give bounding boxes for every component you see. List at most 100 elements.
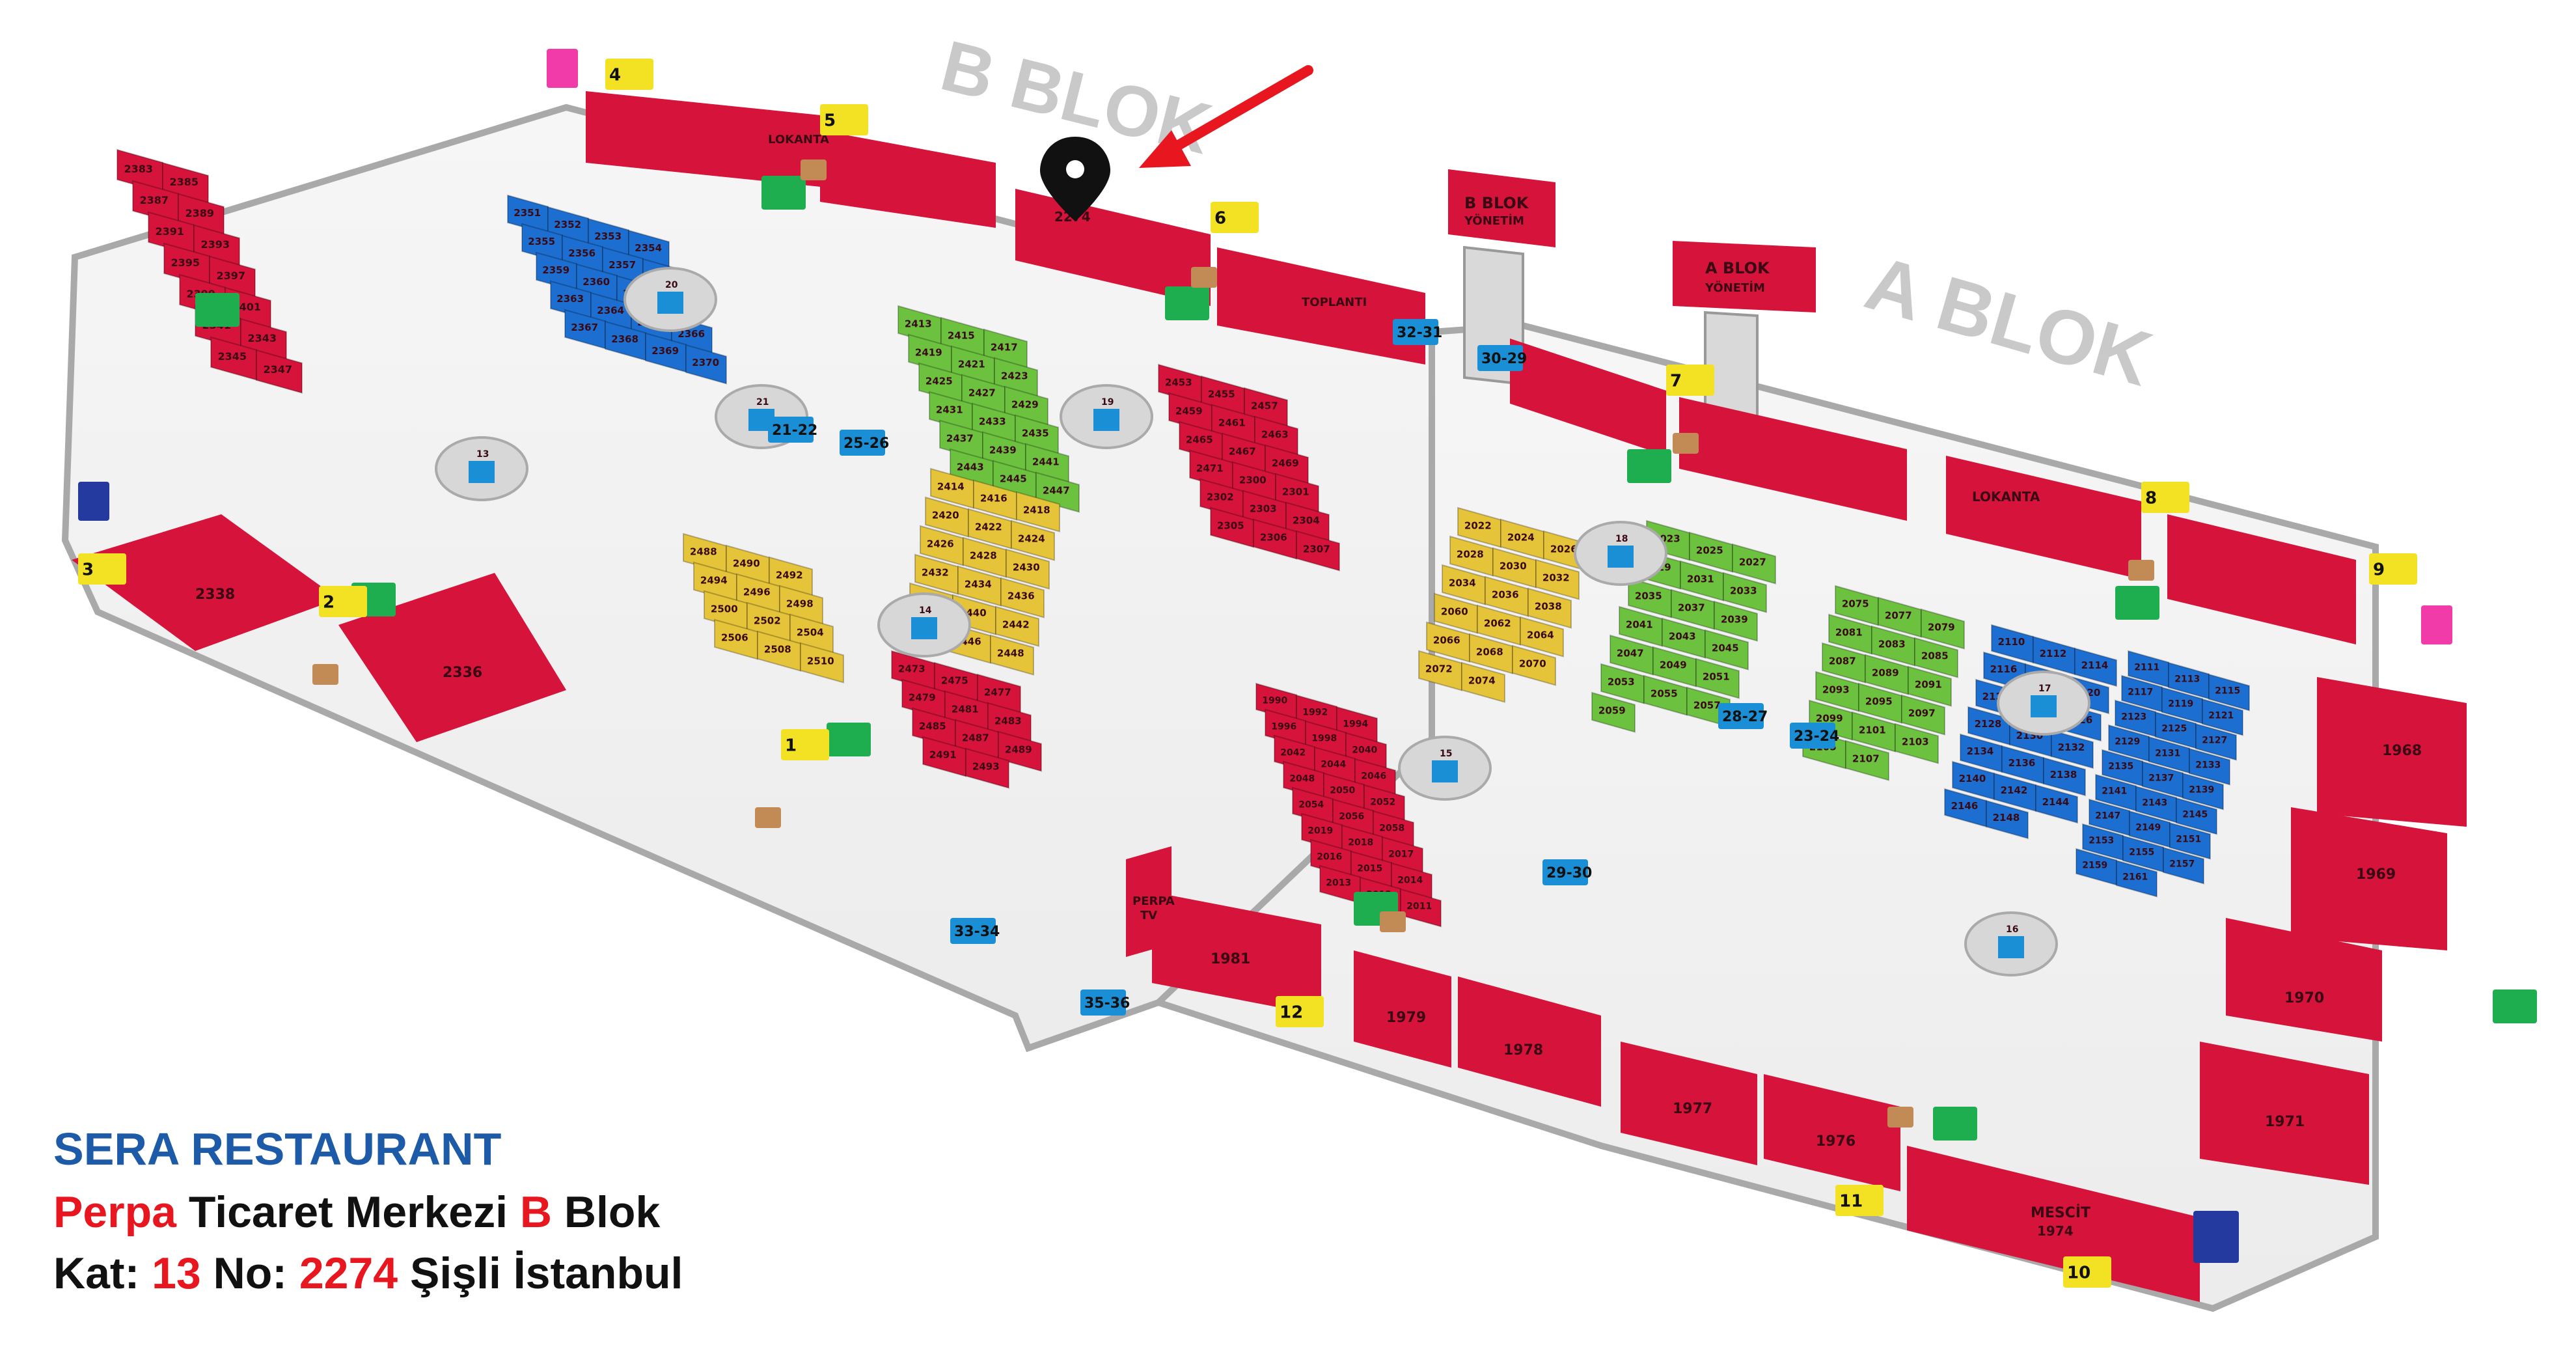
shop-2093[interactable]: 2093: [1815, 671, 1859, 712]
shop-2085[interactable]: 2085: [1914, 637, 1958, 678]
unit-1981[interactable]: [1152, 892, 1321, 1016]
shop-2307[interactable]: 2307: [1296, 530, 1340, 572]
shop-2448[interactable]: 2448: [990, 634, 1034, 676]
unit-1979[interactable]: [1354, 950, 1451, 1068]
shop-2038[interactable]: 2038: [1528, 587, 1572, 629]
shop-2145[interactable]: 2145: [2176, 797, 2217, 835]
lokanta-b-row-2[interactable]: [820, 130, 996, 228]
shop-2013[interactable]: 2013: [1319, 865, 1361, 904]
shop-2430[interactable]: 2430: [1006, 548, 1050, 590]
shop-2139[interactable]: 2139: [2182, 772, 2224, 810]
shop-2114[interactable]: 2114: [2074, 647, 2117, 687]
unit-2338[interactable]: [72, 514, 338, 651]
shop-2027[interactable]: 2027: [1732, 543, 1776, 585]
shop-2070[interactable]: 2070: [1512, 644, 1556, 686]
b-blok-yonetim[interactable]: [1448, 169, 1555, 247]
shop-2110[interactable]: 2110: [1991, 624, 2034, 664]
shop-2432[interactable]: 2432: [914, 553, 959, 595]
unit-2336[interactable]: [338, 573, 566, 742]
perpa-tv[interactable]: [1126, 846, 1172, 957]
shop-2024[interactable]: 2024: [1500, 518, 1544, 560]
shop-2137[interactable]: 2137: [2142, 760, 2184, 799]
lokanta-b-row[interactable]: [586, 91, 840, 189]
shop-2035[interactable]: 2035: [1628, 577, 1672, 618]
shop-2066[interactable]: 2066: [1426, 621, 1470, 663]
kiosk-13[interactable]: 13: [435, 436, 528, 501]
shop-2161[interactable]: 2161: [2116, 859, 2158, 898]
shop-2418[interactable]: 2418: [1016, 491, 1060, 533]
shop-2153[interactable]: 2153: [2082, 823, 2124, 861]
shop-2510[interactable]: 2510: [800, 642, 844, 684]
shop-2033[interactable]: 2033: [1723, 572, 1767, 613]
shop-2079[interactable]: 2079: [1921, 608, 1965, 650]
shop-2075[interactable]: 2075: [1835, 585, 1879, 626]
shop-2043[interactable]: 2043: [1662, 617, 1706, 659]
lokanta-a-row-4[interactable]: [2167, 514, 2356, 644]
lokanta-b-row-4[interactable]: [1217, 247, 1425, 365]
kiosk-16[interactable]: 16: [1964, 911, 2058, 976]
shop-2151[interactable]: 2151: [2169, 822, 2211, 860]
shop-2148[interactable]: 2148: [1986, 799, 2029, 840]
shop-2011[interactable]: 2011: [1400, 888, 1442, 928]
shop-2128[interactable]: 2128: [1967, 706, 2010, 746]
lokanta-a-row[interactable]: [1510, 339, 1666, 456]
shop-2121[interactable]: 2121: [2202, 698, 2243, 736]
shop-2506[interactable]: 2506: [714, 618, 758, 660]
shop-2134[interactable]: 2134: [1960, 733, 2003, 773]
unit-1976[interactable]: [1764, 1074, 1900, 1191]
shop-2141[interactable]: 2141: [2095, 773, 2137, 812]
shop-2034[interactable]: 2034: [1442, 564, 1486, 605]
shop-2064[interactable]: 2064: [1520, 616, 1564, 657]
shop-2442[interactable]: 2442: [995, 605, 1039, 647]
shop-2489[interactable]: 2489: [998, 730, 1042, 772]
unit-1969[interactable]: [2317, 677, 2467, 827]
shop-2125[interactable]: 2125: [2155, 711, 2197, 749]
lokanta-b-row-3[interactable]: [1015, 189, 1211, 306]
kiosk-20[interactable]: 20: [623, 267, 717, 332]
kiosk-18[interactable]: 18: [1574, 521, 1667, 586]
shop-2414[interactable]: 2414: [930, 467, 974, 509]
shop-2135[interactable]: 2135: [2102, 749, 2143, 787]
kiosk-17[interactable]: 17: [1997, 671, 2090, 736]
shop-2434[interactable]: 2434: [957, 565, 1002, 607]
shop-2055[interactable]: 2055: [1643, 674, 1688, 716]
shop-2508[interactable]: 2508: [757, 630, 801, 672]
shop-2433[interactable]: 2433: [972, 402, 1016, 444]
shop-2045[interactable]: 2045: [1705, 629, 1749, 671]
shop-2355[interactable]: 2355: [521, 223, 563, 264]
shop-2112[interactable]: 2112: [2033, 635, 2076, 676]
shop-2097[interactable]: 2097: [1901, 694, 1945, 736]
shop-2053[interactable]: 2053: [1600, 663, 1645, 704]
shop-2068[interactable]: 2068: [1469, 633, 1513, 674]
shop-2422[interactable]: 2422: [968, 508, 1012, 549]
shop-2037[interactable]: 2037: [1671, 588, 1715, 630]
shop-2059[interactable]: 2059: [1591, 691, 1636, 733]
shop-2060[interactable]: 2060: [1434, 592, 1478, 634]
shop-2306[interactable]: 2306: [1253, 518, 1297, 560]
kiosk-19[interactable]: 19: [1060, 384, 1153, 449]
shop-2147[interactable]: 2147: [2089, 798, 2130, 837]
shop-2074[interactable]: 2074: [1461, 661, 1505, 703]
unit-1978[interactable]: [1458, 976, 1601, 1107]
lokanta-a-row-2[interactable]: [1679, 397, 1907, 521]
kiosk-14[interactable]: 14: [877, 592, 971, 657]
shop-2491[interactable]: 2491: [922, 736, 966, 777]
shop-2049[interactable]: 2049: [1652, 646, 1697, 687]
unit-1972[interactable]: [2200, 1042, 2369, 1185]
shop-2395[interactable]: 2395: [163, 242, 210, 287]
shop-2305[interactable]: 2305: [1210, 506, 1254, 548]
shop-2369[interactable]: 2369: [645, 332, 687, 373]
shop-2091[interactable]: 2091: [1908, 665, 1952, 707]
shop-2131[interactable]: 2131: [2148, 736, 2190, 774]
mescit[interactable]: [1907, 1146, 2200, 1302]
shop-2051[interactable]: 2051: [1695, 657, 1740, 699]
a-blok-yonetim[interactable]: [1673, 241, 1816, 312]
shop-2032[interactable]: 2032: [1535, 559, 1580, 600]
shop-2428[interactable]: 2428: [963, 536, 1007, 578]
shop-2101[interactable]: 2101: [1852, 711, 1896, 753]
shop-2123[interactable]: 2123: [2115, 699, 2156, 738]
shop-2129[interactable]: 2129: [2108, 724, 2150, 762]
shop-2420[interactable]: 2420: [925, 496, 969, 538]
shop-2138[interactable]: 2138: [2043, 756, 2086, 797]
shop-2132[interactable]: 2132: [2051, 729, 2094, 769]
